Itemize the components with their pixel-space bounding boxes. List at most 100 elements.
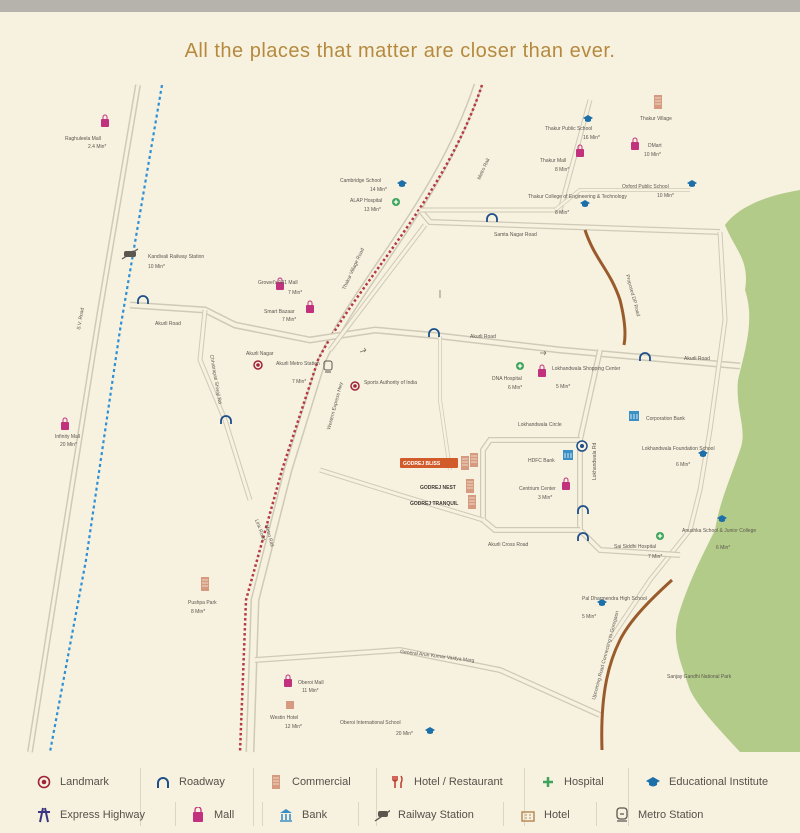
svg-text:10 Min*: 10 Min* <box>148 264 165 270</box>
page-title: All the places that matter are closer th… <box>184 40 616 62</box>
poi-infinity-mall: Infinity Mall <box>55 434 80 440</box>
poi-oberoi-mall: Oberoi Mall <box>298 680 324 686</box>
poi-dna-hospital: DNA Hospital <box>492 376 522 382</box>
legend-item-restaurant: Hotel / Restaurant <box>390 774 503 790</box>
poi-corporation-bank: Corporation Bank <box>646 416 685 422</box>
poi-dmart: DMart <box>648 143 662 149</box>
svg-text:8 Min*: 8 Min* <box>555 167 569 173</box>
mall-icon <box>190 807 206 823</box>
bank-icon <box>628 410 640 422</box>
svg-text:20 Min*: 20 Min* <box>396 731 413 737</box>
svg-text:16 Min*: 16 Min* <box>583 135 600 141</box>
hotel-icon <box>286 701 294 709</box>
legend-divider <box>358 802 359 826</box>
svg-text:7 Min*: 7 Min* <box>282 317 296 323</box>
landmark-icon <box>576 440 588 452</box>
road-label-samta-nagar: Samta Nagar Road <box>494 232 537 238</box>
poi-godrej-tranquil: GODREJ TRANQUIL <box>410 501 458 507</box>
legend-item-hospital: Hospital <box>540 774 604 790</box>
location-map: S.V. Road Akurli Road Akurli Road Akurli… <box>27 83 800 753</box>
legend-item-railway: Railway Station <box>374 807 474 823</box>
svg-text:2.4 Min*: 2.4 Min* <box>88 144 106 150</box>
poi-growels: Growel's 101 Mall <box>258 280 298 286</box>
mall-icon <box>60 417 70 431</box>
svg-text:3 Min*: 3 Min* <box>538 495 552 501</box>
poi-akurli-nagar: Akurli Nagar <box>246 351 274 357</box>
mall-icon <box>100 114 110 128</box>
education-icon <box>687 180 697 187</box>
svg-text:7 Min*: 7 Min* <box>648 554 662 560</box>
road-label-akurli-e: Akurli Road <box>684 356 710 362</box>
legend-divider <box>140 768 141 826</box>
upcoming-goregaon-road <box>600 578 674 751</box>
poi-thakur-mall: Thakur Mall <box>540 158 566 164</box>
bank-icon <box>562 449 574 461</box>
road-label-akurli-mid: Akurli Road <box>470 334 496 340</box>
svg-text:8 Min*: 8 Min* <box>555 210 569 216</box>
commercial-icon <box>467 494 477 510</box>
top-border <box>0 0 800 12</box>
commercial-icon <box>268 774 284 790</box>
legend-item-education: Educational Institute <box>645 774 768 790</box>
mall-icon <box>537 364 547 378</box>
poi-thakur-college: Thakur College of Engineering & Technolo… <box>528 194 627 200</box>
poi-oberoi-school: Oberoi International School <box>340 720 401 726</box>
restaurant-icon <box>390 774 406 790</box>
commercial-icon <box>200 576 210 592</box>
metro-station-icon <box>323 360 333 373</box>
landmark-icon <box>350 381 360 391</box>
hospital-icon <box>540 774 556 790</box>
poi-centrium: Centrium Center <box>519 486 556 492</box>
education-icon <box>580 200 590 207</box>
poi-raghuleela: Raghuleela Mall <box>65 136 101 142</box>
svg-text:7 Min*: 7 Min* <box>288 290 302 296</box>
express-highway-icon <box>36 807 52 823</box>
poi-thakur-village: Thakur Village <box>640 116 672 122</box>
akurli-road <box>129 301 741 370</box>
railway-icon <box>121 248 139 260</box>
roadway-icon <box>155 774 171 790</box>
mall-icon <box>305 300 315 314</box>
legend-divider <box>524 768 525 826</box>
road-label-sv: S.V. Road <box>76 307 86 330</box>
education-icon <box>397 180 407 187</box>
svg-text:6 Min*: 6 Min* <box>508 385 522 391</box>
legend-item-metro-station: Metro Station <box>614 807 703 823</box>
hospital-icon <box>655 531 665 541</box>
legend-item-mall: Mall <box>190 807 234 823</box>
poi-kandivali-station: Kandivali Railway Station <box>148 254 204 260</box>
poi-westin: Westin Hotel <box>270 715 298 721</box>
poi-hdfc: HDFC Bank <box>528 458 555 464</box>
hospital-icon <box>515 361 525 371</box>
education-icon <box>645 774 661 790</box>
metro-station-icon <box>614 807 630 823</box>
svg-text:5 Min*: 5 Min* <box>556 384 570 390</box>
svg-text:8 Min*: 8 Min* <box>191 609 205 615</box>
poi-lokhandwala-shopping: Lokhandwala Shopping Center <box>552 366 621 372</box>
poi-alap: ALAP Hospital <box>350 198 382 204</box>
poi-godrej-nest: GODREJ NEST <box>420 485 456 491</box>
legend-item-bank: Bank <box>278 807 327 823</box>
landmark-icon <box>253 360 263 370</box>
legend-item-hotel: Hotel <box>520 807 570 823</box>
svg-text:10 Min*: 10 Min* <box>657 193 674 199</box>
road-label-akurli-cross: Akurli Cross Road <box>488 542 529 548</box>
railway-icon <box>374 807 390 823</box>
svg-text:14 Min*: 14 Min* <box>370 187 387 193</box>
poi-akurli-metro: Akurli Metro Station <box>276 361 320 367</box>
svg-text:6 Min*: 6 Min* <box>676 462 690 468</box>
poi-sports-authority: Sports Authority of India <box>364 380 417 386</box>
poi-anushka: Anushka School & Junior College <box>682 528 756 534</box>
svg-text:13 Min*: 13 Min* <box>364 207 381 213</box>
map-legend: Landmark Roadway Commercial Hotel / Rest… <box>0 760 800 833</box>
mall-icon <box>283 674 293 688</box>
road-label-metro-s: Metro Rail <box>263 524 275 548</box>
godrej-bliss-marker: GODREJ BLISS <box>400 452 479 471</box>
road-label-proposed-dp: Proposed DP Road <box>624 274 641 317</box>
roadway-icon <box>486 213 498 223</box>
road-label-lokhandwala: Lokhandwala Rd <box>592 443 598 480</box>
svg-text:GODREJ BLISS: GODREJ BLISS <box>403 461 441 467</box>
legend-divider <box>253 768 254 826</box>
poi-smart-bazaar: Smart Bazaar <box>264 309 295 315</box>
